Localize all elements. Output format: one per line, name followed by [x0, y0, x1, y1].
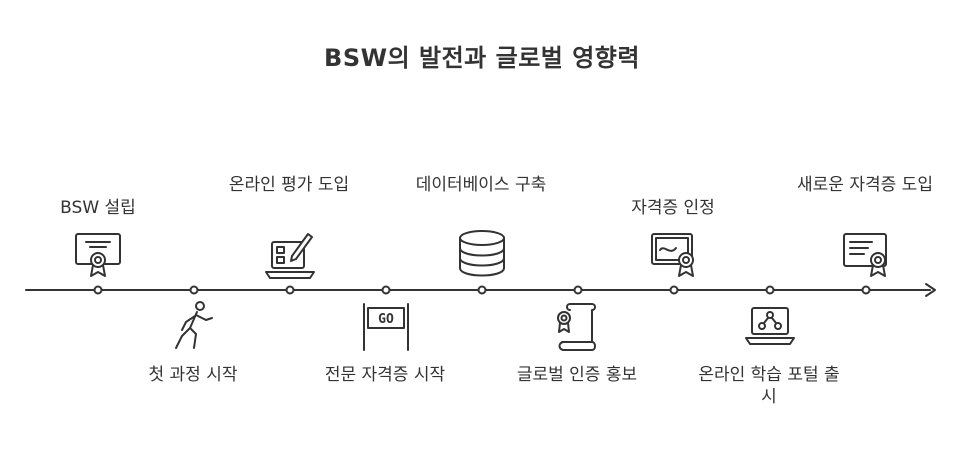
page-title: BSW의 발전과 글로벌 영향력: [324, 44, 640, 72]
go-banner-icon: GO: [358, 298, 414, 354]
credential-badge-icon: [646, 226, 702, 282]
new-certificate-icon: [838, 226, 894, 282]
online-portal-icon: [742, 298, 798, 354]
scroll-award-icon: [550, 298, 606, 354]
timeline-dot: [93, 285, 103, 295]
go-banner-text: GO: [378, 312, 394, 327]
milestone-label-online-assessment: 온라인 평가 도입: [228, 175, 350, 195]
database-icon: [454, 226, 510, 282]
milestone-label-database: 데이터베이스 구축: [415, 175, 547, 195]
certificate-icon: [70, 226, 126, 282]
milestone-label-first-course: 첫 과정 시작: [148, 365, 238, 385]
timeline-dot: [285, 285, 295, 295]
milestone-label-new-cert: 새로운 자격증 도입: [797, 175, 933, 195]
timeline-dot: [573, 285, 583, 295]
milestone-label-global-promo: 글로벌 인증 홍보: [516, 365, 638, 385]
timeline-dot: [669, 285, 679, 295]
timeline-arrowhead: [925, 283, 936, 297]
milestone-label-bsw-founded: BSW 설립: [60, 198, 136, 218]
timeline-dot: [189, 285, 199, 295]
timeline-dot: [765, 285, 775, 295]
milestone-label-professional-cert: 전문 자격증 시작: [324, 365, 446, 385]
runner-icon: [166, 298, 222, 354]
timeline-dot: [477, 285, 487, 295]
milestone-label-cert-recognition: 자격증 인정: [631, 198, 715, 218]
laptop-pencil-icon: [262, 226, 318, 282]
timeline-dot: [861, 285, 871, 295]
milestone-label-online-portal: 온라인 학습 포털 출시: [698, 365, 840, 407]
timeline-dot: [381, 285, 391, 295]
